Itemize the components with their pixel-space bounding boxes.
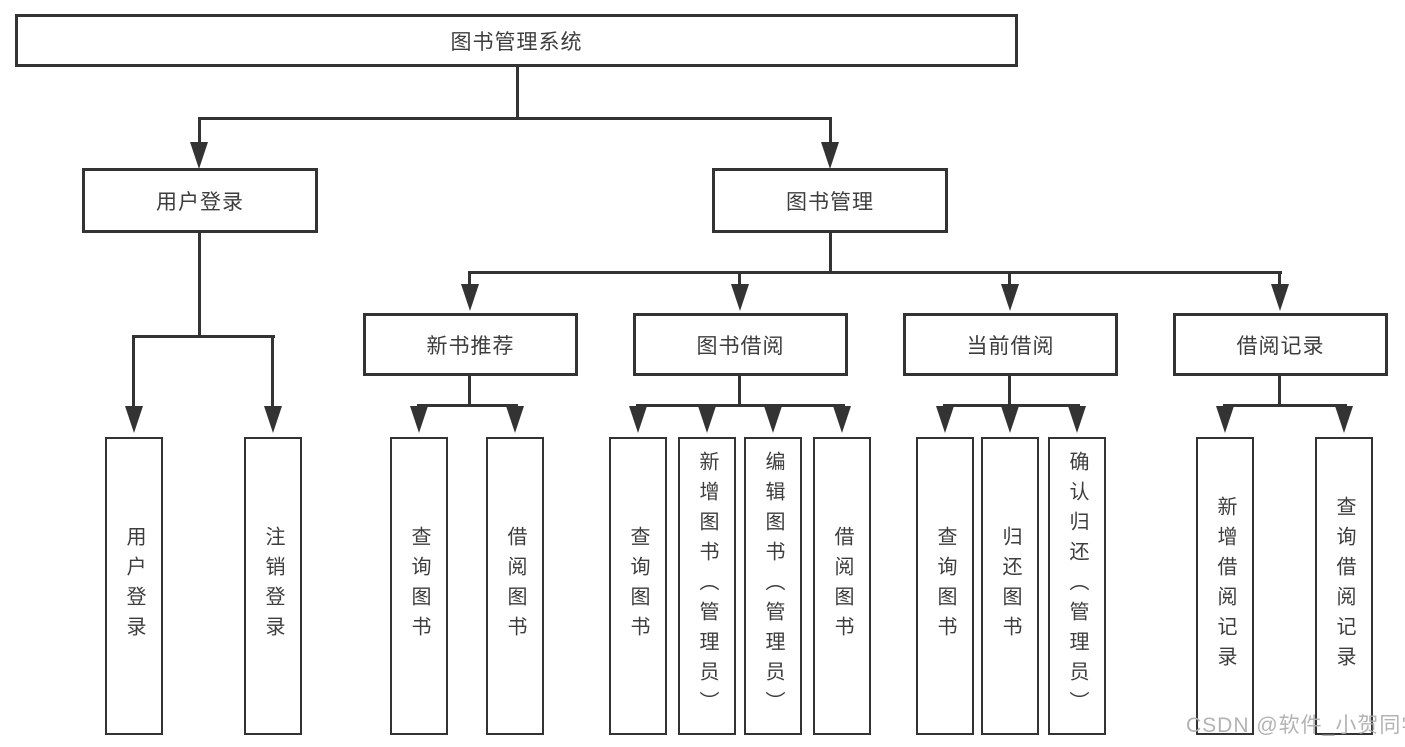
leaf-label: 归还图书 [999,526,1021,646]
connector-root-crossbar [198,117,832,120]
leaf-label: 确认归还（管理员） [1066,451,1088,721]
connector-book-mgmt-crossbar [468,271,1282,274]
node-label: 用户登录 [156,190,244,214]
node-label: 图书管理系统 [450,30,583,54]
leaf-label: 查询图书 [627,526,649,646]
arrow-down-icon [764,406,782,433]
leaf-add-books-admin: 新增图书（管理员） [678,437,736,735]
connector-current-stem [1008,374,1011,407]
leaf-label: 查询借阅记录 [1333,496,1355,676]
leaf-user-login: 用户登录 [105,437,163,735]
leaf-edit-books-admin: 编辑图书（管理员） [744,437,802,735]
leaf-label: 查询图书 [408,526,430,646]
leaf-label: 借阅图书 [831,526,853,646]
leaf-return-books: 归还图书 [981,437,1039,735]
arrow-down-icon [506,406,524,433]
leaf-label: 借阅图书 [504,526,526,646]
node-current-borrowing: 当前借阅 [903,313,1118,376]
arrow-down-icon [698,406,716,433]
arrow-down-icon [1216,406,1234,433]
connector-drop [132,335,135,408]
watermark-text: CSDN @软件_小贺同学 [1186,714,1405,737]
connector-drop [829,117,832,145]
connector-borrowing-crossbar [636,404,845,407]
leaf-recommend-borrow-books: 借阅图书 [486,437,544,735]
leaf-confirm-return-admin: 确认归还（管理员） [1048,437,1106,735]
arrow-down-icon [833,406,851,433]
node-label: 图书管理 [786,190,874,214]
connector-records-crossbar [1223,404,1347,407]
node-label: 图书借阅 [696,334,785,358]
leaf-label: 注销登录 [262,526,284,646]
connector-borrowing-stem [738,374,741,407]
node-label: 当前借阅 [966,334,1055,358]
node-new-book-recommendation: 新书推荐 [363,313,578,376]
connector-user-login-crossbar [132,335,275,338]
leaf-label: 用户登录 [123,526,145,646]
arrow-down-icon [731,284,749,311]
leaf-label: 查询图书 [934,526,956,646]
arrow-down-icon [410,406,428,433]
arrow-down-icon [629,406,647,433]
arrow-down-icon [125,406,143,433]
leaf-label: 新增图书（管理员） [696,451,718,721]
arrow-down-icon [1001,406,1019,433]
connector-drop [198,117,201,145]
leaf-borrowing-query-books: 查询图书 [609,437,667,735]
leaf-logout: 注销登录 [244,437,302,735]
leaf-borrowing-borrow-books: 借阅图书 [813,437,871,735]
connector-records-stem [1278,374,1281,407]
node-book-borrowing: 图书借阅 [633,313,848,376]
leaf-label: 编辑图书（管理员） [762,451,784,721]
connector-recommend-stem [468,374,471,407]
arrow-down-icon [264,406,282,433]
leaf-query-borrow-record: 查询借阅记录 [1315,437,1373,735]
node-borrowing-records: 借阅记录 [1173,313,1388,376]
connector-drop [738,271,741,286]
arrow-down-icon [190,142,208,169]
leaf-add-borrow-record: 新增借阅记录 [1196,437,1254,735]
arrow-down-icon [1068,406,1086,433]
connector-user-login-stem [198,231,201,337]
connector-drop [1278,271,1281,286]
arrow-down-icon [1271,284,1289,311]
arrow-down-icon [936,406,954,433]
arrow-down-icon [1001,284,1019,311]
connector-drop [271,335,274,408]
connector-book-mgmt-stem [829,231,832,274]
arrow-down-icon [821,142,839,169]
node-label: 借阅记录 [1236,334,1325,358]
node-label: 新书推荐 [426,334,515,358]
connector-drop [468,271,471,286]
leaf-label: 新增借阅记录 [1214,496,1236,676]
leaf-current-query-books: 查询图书 [916,437,974,735]
arrow-down-icon [1335,406,1353,433]
leaf-recommend-query-books: 查询图书 [390,437,448,735]
node-library-management-system: 图书管理系统 [15,14,1018,67]
connector-drop [1008,271,1011,286]
arrow-down-icon [461,284,479,311]
connector-current-crossbar [943,404,1080,407]
connector-root-stem [516,67,519,118]
node-book-management: 图书管理 [712,168,948,233]
connector-recommend-crossbar [417,404,518,407]
node-user-login: 用户登录 [82,168,318,233]
